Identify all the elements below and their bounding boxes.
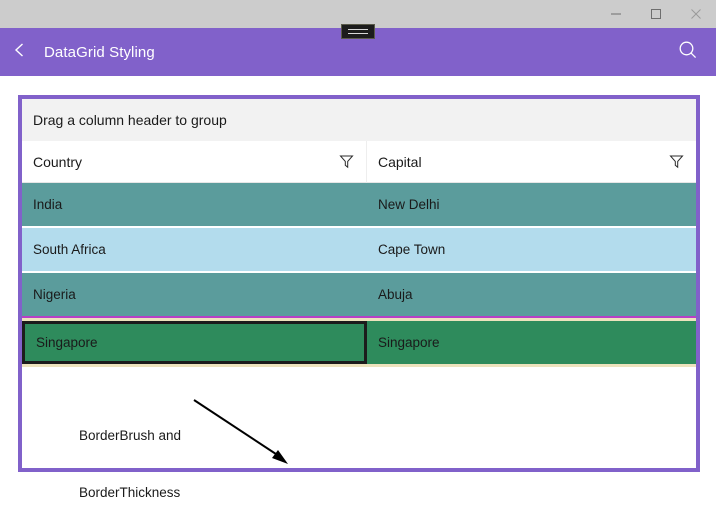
column-header-capital[interactable]: Capital xyxy=(367,141,696,183)
arrow-down-right-icon xyxy=(193,399,288,464)
cell-capital[interactable]: Abuja xyxy=(367,273,696,316)
row-separator xyxy=(22,271,696,273)
selected-row-bottom-accent xyxy=(22,364,696,367)
chevron-left-icon xyxy=(11,41,29,64)
group-panel-label: Drag a column header to group xyxy=(33,112,227,128)
filter-funnel-icon[interactable] xyxy=(662,154,690,169)
minimize-button[interactable] xyxy=(596,0,636,28)
minimize-icon xyxy=(610,8,622,20)
table-row[interactable]: India New Delhi xyxy=(22,183,696,226)
maximize-icon xyxy=(650,8,662,20)
column-header-label: Capital xyxy=(378,153,422,170)
drag-handle-line xyxy=(348,33,368,34)
page-title: DataGrid Styling xyxy=(44,43,155,61)
filter-funnel-icon[interactable] xyxy=(332,154,360,169)
cell-country-focused[interactable]: Singapore xyxy=(22,321,367,364)
column-header-country[interactable]: Country xyxy=(22,141,367,183)
cell-capital[interactable]: Cape Town xyxy=(367,228,696,271)
drag-handle-icon[interactable] xyxy=(341,24,375,39)
table-row-selected[interactable]: Singapore Singapore xyxy=(22,321,696,364)
row-separator xyxy=(22,226,696,228)
table-row[interactable]: Nigeria Abuja xyxy=(22,273,696,316)
window-titlebar xyxy=(0,0,716,28)
back-button[interactable] xyxy=(0,28,40,76)
cell-capital[interactable]: Singapore xyxy=(367,321,696,364)
selected-row-top-accent xyxy=(22,318,696,321)
column-header-label: Country xyxy=(33,153,83,170)
annotation-line-1: BorderBrush and xyxy=(79,428,182,443)
drag-handle-line xyxy=(348,29,368,30)
cell-capital[interactable]: New Delhi xyxy=(367,183,696,226)
cell-country[interactable]: India xyxy=(22,183,367,226)
datagrid: Drag a column header to group Country Ca… xyxy=(18,95,700,472)
group-panel[interactable]: Drag a column header to group xyxy=(22,99,696,141)
cell-country[interactable]: South Africa xyxy=(22,228,367,271)
close-button[interactable] xyxy=(676,0,716,28)
column-header-row: Country Capital xyxy=(22,141,696,183)
search-icon xyxy=(677,39,699,66)
table-row[interactable]: South Africa Cape Town xyxy=(22,228,696,271)
cell-country[interactable]: Nigeria xyxy=(22,273,367,316)
maximize-button[interactable] xyxy=(636,0,676,28)
annotation-text: BorderBrush and BorderThickness xyxy=(79,388,181,521)
selected-row-top-rule xyxy=(22,316,696,318)
close-icon xyxy=(690,8,702,20)
search-button[interactable] xyxy=(664,28,712,76)
